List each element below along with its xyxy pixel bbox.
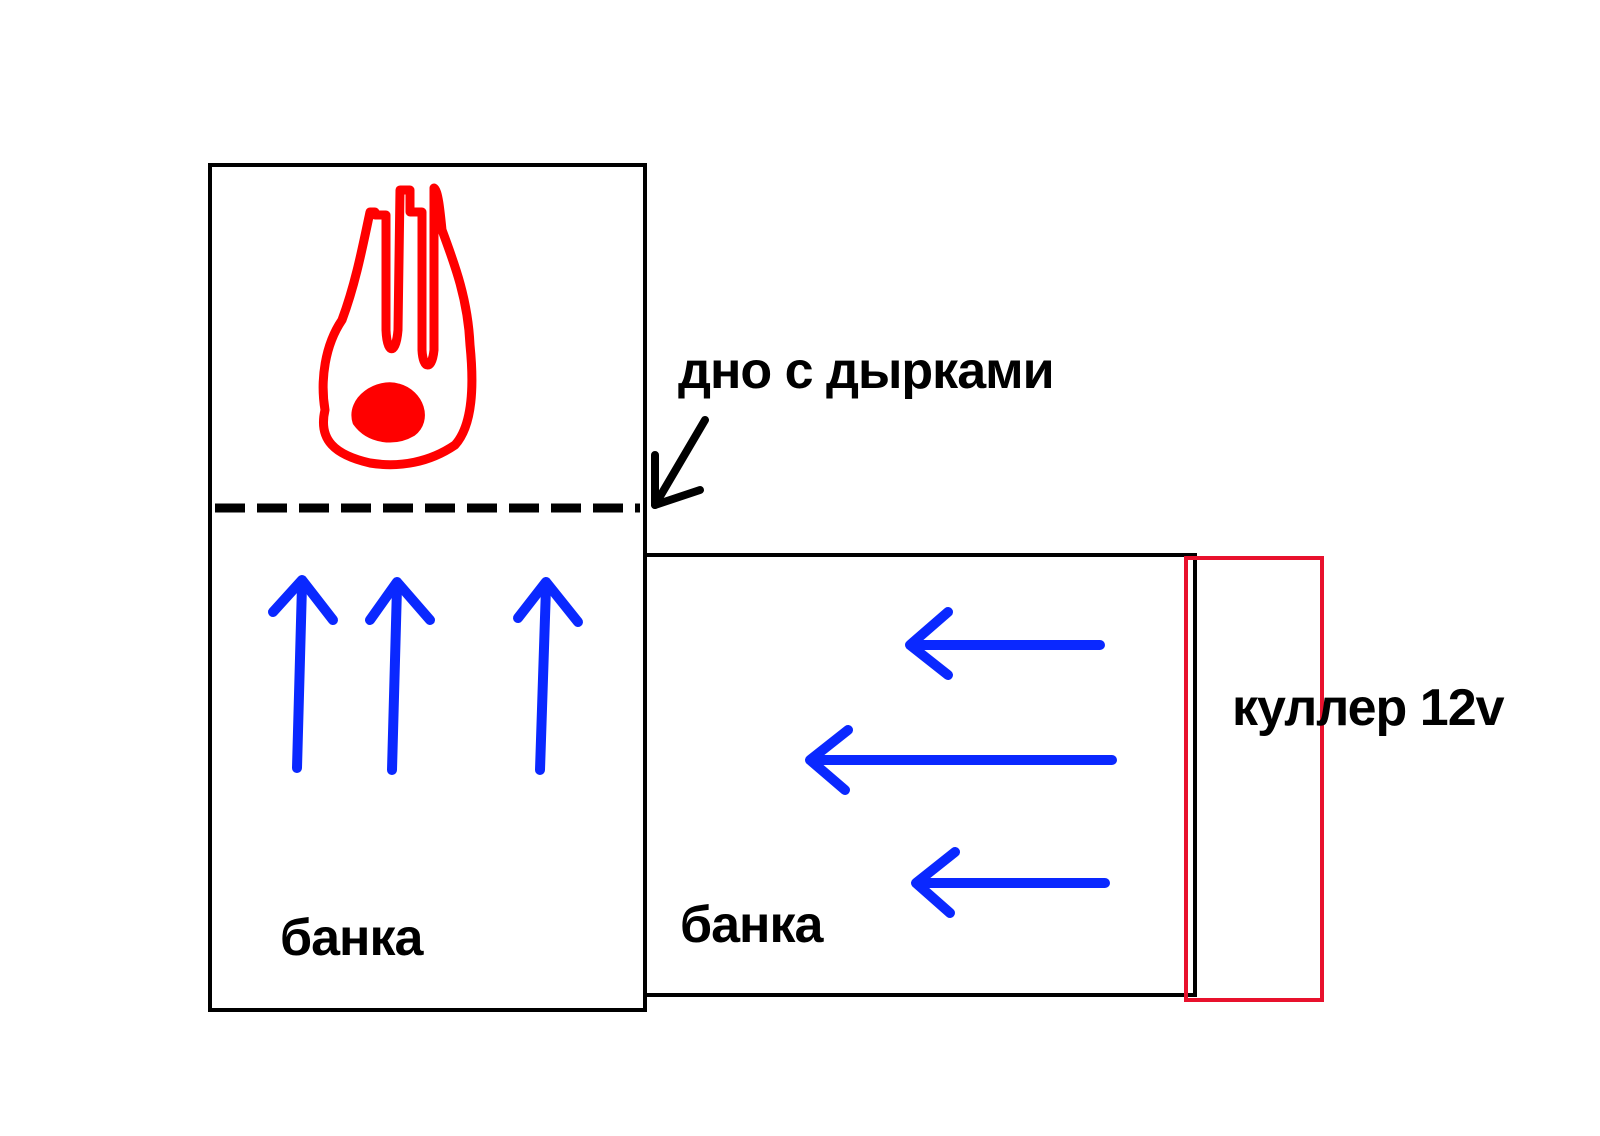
arrow-up-icon [365,577,435,775]
flame-icon [318,183,477,470]
airflow-up-arrows [268,575,583,775]
arrow-left-icon [905,607,1105,680]
right-can-body [643,553,1197,997]
airflow-left-arrows [805,607,1117,918]
perforated-bottom-label: дно с дырками [678,342,1054,400]
cooler-box [1184,556,1324,1002]
arrow-left-icon [805,725,1117,795]
arrow-up-icon [513,577,583,775]
pointer-arrow-icon [651,416,709,509]
cooler-label: куллер 12v [1232,679,1505,737]
left-can-body [208,163,647,1012]
arrow-left-icon [911,847,1110,918]
right-can-label: банка [680,896,824,954]
arrow-up-icon [268,575,338,773]
left-can-label: банка [280,909,424,967]
